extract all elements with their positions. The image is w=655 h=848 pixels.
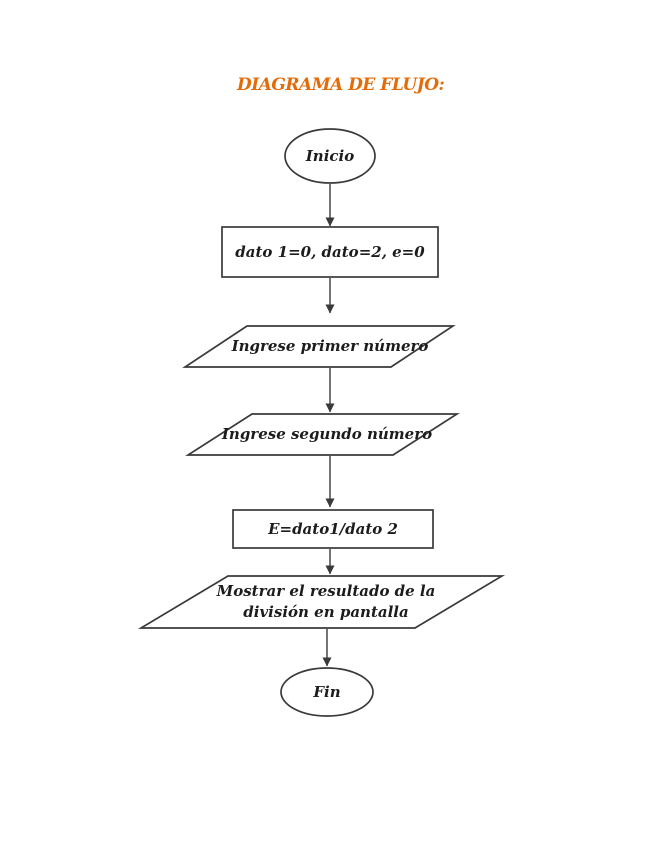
input-output-primer-numero-label: Ingrese primer número bbox=[231, 337, 429, 355]
page-title: DIAGRAMA DE FLUJO: bbox=[237, 75, 445, 95]
input-output-segundo-numero-shape bbox=[185, 413, 460, 456]
input-output-primer-numero-shape bbox=[182, 325, 456, 368]
input-output-mostrar-resultado-label: Mostrar el resultado de la división en p… bbox=[216, 582, 436, 621]
terminator-start-label: Inicio bbox=[305, 146, 355, 165]
input-output-segundo-numero-label: Ingrese segundo número bbox=[221, 425, 433, 443]
input-output-mostrar-resultado-shape bbox=[137, 575, 506, 629]
terminator-end-label: Fin bbox=[313, 682, 341, 701]
process-compute-shape bbox=[232, 509, 434, 549]
process-init-shape bbox=[221, 226, 439, 278]
terminator-end-shape bbox=[280, 667, 374, 717]
process-init-label: dato 1=0, dato=2, e=0 bbox=[235, 242, 425, 261]
terminator-start-shape bbox=[284, 128, 376, 184]
process-compute-label: E=dato1/dato 2 bbox=[268, 519, 398, 538]
